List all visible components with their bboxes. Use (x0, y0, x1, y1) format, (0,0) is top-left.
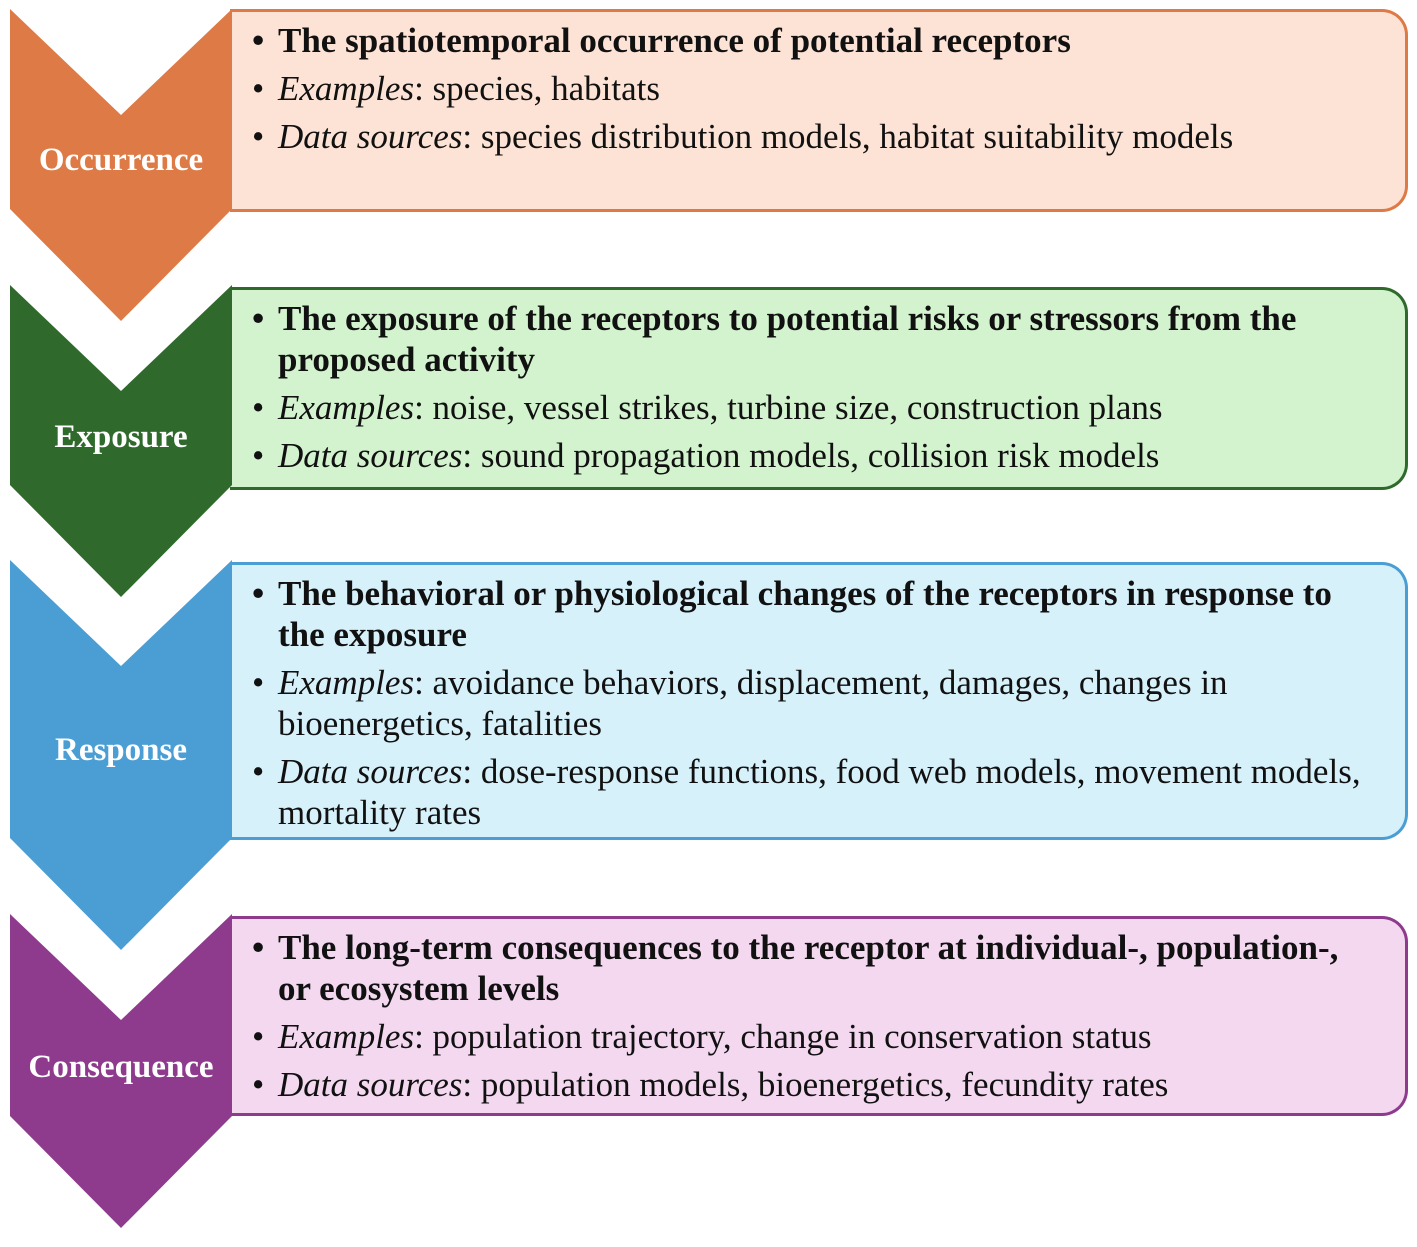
exposure-chevron: Exposure (10, 285, 232, 597)
exposure-sources: Data sources: sound propagation models, … (250, 435, 1375, 476)
response-sources: Data sources: dose-response functions, f… (250, 751, 1375, 833)
consequence-sources: Data sources: population models, bioener… (250, 1064, 1375, 1105)
occurrence-headline: The spatiotemporal occurrence of potenti… (250, 20, 1375, 61)
consequence-headline: The long-term consequences to the recept… (250, 927, 1375, 1009)
consequence-examples: Examples: population trajectory, change … (250, 1016, 1375, 1057)
response-chevron: Response (10, 560, 232, 950)
consequence-card: The long-term consequences to the recept… (230, 916, 1408, 1116)
response-label: Response (54, 732, 188, 768)
occurrence-examples: Examples: species, habitats (250, 68, 1375, 109)
exposure-chevron-shape (10, 285, 232, 597)
occurrence-list: The spatiotemporal occurrence of potenti… (250, 20, 1375, 157)
exposure-examples: Examples: noise, vessel strikes, turbine… (250, 387, 1375, 428)
occurrence-sources: Data sources: species distribution model… (250, 116, 1375, 157)
response-chevron-shape (10, 560, 232, 950)
consequence-chevron: Consequence (10, 914, 232, 1228)
consequence-chevron-shape (10, 914, 232, 1228)
occurrence-chevron: Occurrence (10, 9, 232, 321)
response-list: The behavioral or physiological changes … (250, 573, 1375, 833)
exposure-card: The exposure of the receptors to potenti… (230, 287, 1408, 490)
occurrence-chevron-shape (10, 9, 232, 321)
consequence-list: The long-term consequences to the recept… (250, 927, 1375, 1105)
response-card: The behavioral or physiological changes … (230, 562, 1408, 840)
occurrence-card: The spatiotemporal occurrence of potenti… (230, 9, 1408, 212)
occurrence-label: Occurrence (38, 142, 204, 178)
exposure-list: The exposure of the receptors to potenti… (250, 298, 1375, 476)
response-headline: The behavioral or physiological changes … (250, 573, 1375, 655)
exposure-label: Exposure (54, 419, 188, 455)
response-examples: Examples: avoidance behaviors, displacem… (250, 662, 1375, 744)
exposure-headline: The exposure of the receptors to potenti… (250, 298, 1375, 380)
consequence-label: Consequence (28, 1049, 214, 1085)
